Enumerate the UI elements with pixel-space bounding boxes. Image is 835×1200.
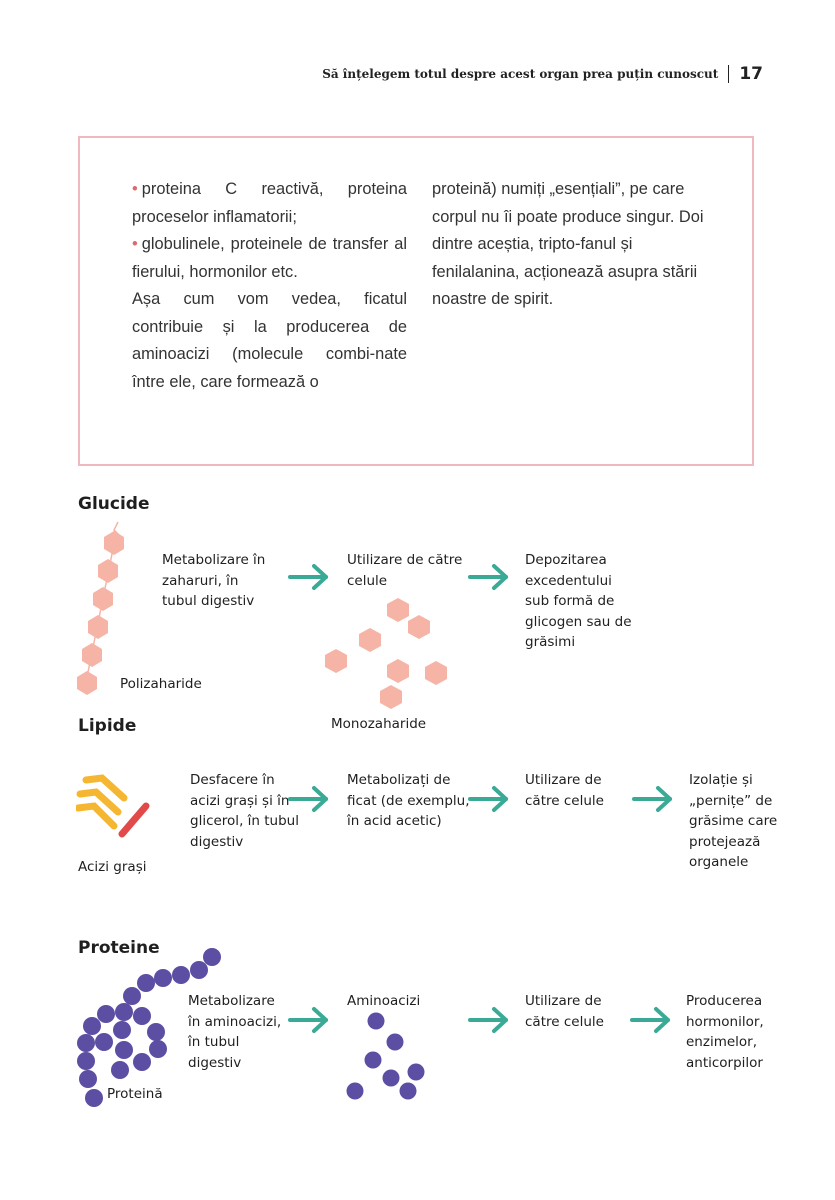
page-number: 17 xyxy=(739,64,763,84)
list-item: •proteina C reactivă, proteina proceselo… xyxy=(132,176,407,231)
header-divider xyxy=(728,65,729,83)
polysaccharide-label: Polizaharide xyxy=(120,674,202,695)
right-arrow-icon xyxy=(288,562,330,592)
monosaccharides-illustration xyxy=(320,595,450,715)
monosaccharide-label: Monozaharide xyxy=(331,714,426,735)
protein-label: Proteină xyxy=(107,1084,163,1105)
right-arrow-icon xyxy=(468,562,510,592)
section-title-lipide: Lipide xyxy=(78,716,136,736)
right-arrow-icon xyxy=(630,1005,672,1035)
right-arrow-icon xyxy=(632,784,674,814)
right-arrow-icon xyxy=(468,1005,510,1035)
glucide-step-2: Utilizare de către celule xyxy=(347,550,477,591)
right-arrow-icon xyxy=(468,784,510,814)
lipide-step-3: Utilizare de către celule xyxy=(525,770,635,811)
paragraph: Așa cum vom vedea, ficatul contribuie și… xyxy=(132,286,407,396)
glucide-step-3: Depozitarea excedentului sub formă de gl… xyxy=(525,550,635,653)
proteine-step-4: Producerea hormonilor, enzimelor, antico… xyxy=(686,991,791,1073)
info-box: •proteina C reactivă, proteina proceselo… xyxy=(78,136,754,466)
paragraph: proteină) numiți „esențiali”, pe care co… xyxy=(432,176,707,314)
proteine-step-3: Utilizare de către celule xyxy=(525,991,635,1032)
fatty-acids-illustration xyxy=(76,770,156,840)
section-title-glucide: Glucide xyxy=(78,494,150,514)
right-arrow-icon xyxy=(288,1005,330,1035)
bullet-dot-icon: • xyxy=(132,235,138,253)
polysaccharide-chain-illustration xyxy=(70,520,130,700)
lipide-step-4: Izolație și „pernițe” de grăsime care pr… xyxy=(689,770,789,873)
fatty-acids-label: Acizi grași xyxy=(78,857,146,878)
glucide-step-1: Metabolizare în zaharuri, în tubul diges… xyxy=(162,550,277,612)
list-item: •globulinele, proteinele de transfer al … xyxy=(132,231,407,286)
lipide-step-1: Desfacere în acizi grași și în glicerol,… xyxy=(190,770,300,852)
right-arrow-icon xyxy=(288,784,330,814)
running-header: Să înțelegem totul despre acest organ pr… xyxy=(322,64,763,84)
lipide-step-2: Metabolizați de ficat (de exemplu, în ac… xyxy=(347,770,472,832)
info-box-left-column: •proteina C reactivă, proteina proceselo… xyxy=(132,176,407,396)
proteine-step-1: Metabolizare în aminoacizi, în tubul dig… xyxy=(188,991,288,1073)
bullet-dot-icon: • xyxy=(132,180,138,198)
amino-acids-illustration xyxy=(342,1008,432,1104)
info-box-right-column: proteină) numiți „esențiali”, pe care co… xyxy=(432,176,707,314)
running-title: Să înțelegem totul despre acest organ pr… xyxy=(322,67,718,81)
